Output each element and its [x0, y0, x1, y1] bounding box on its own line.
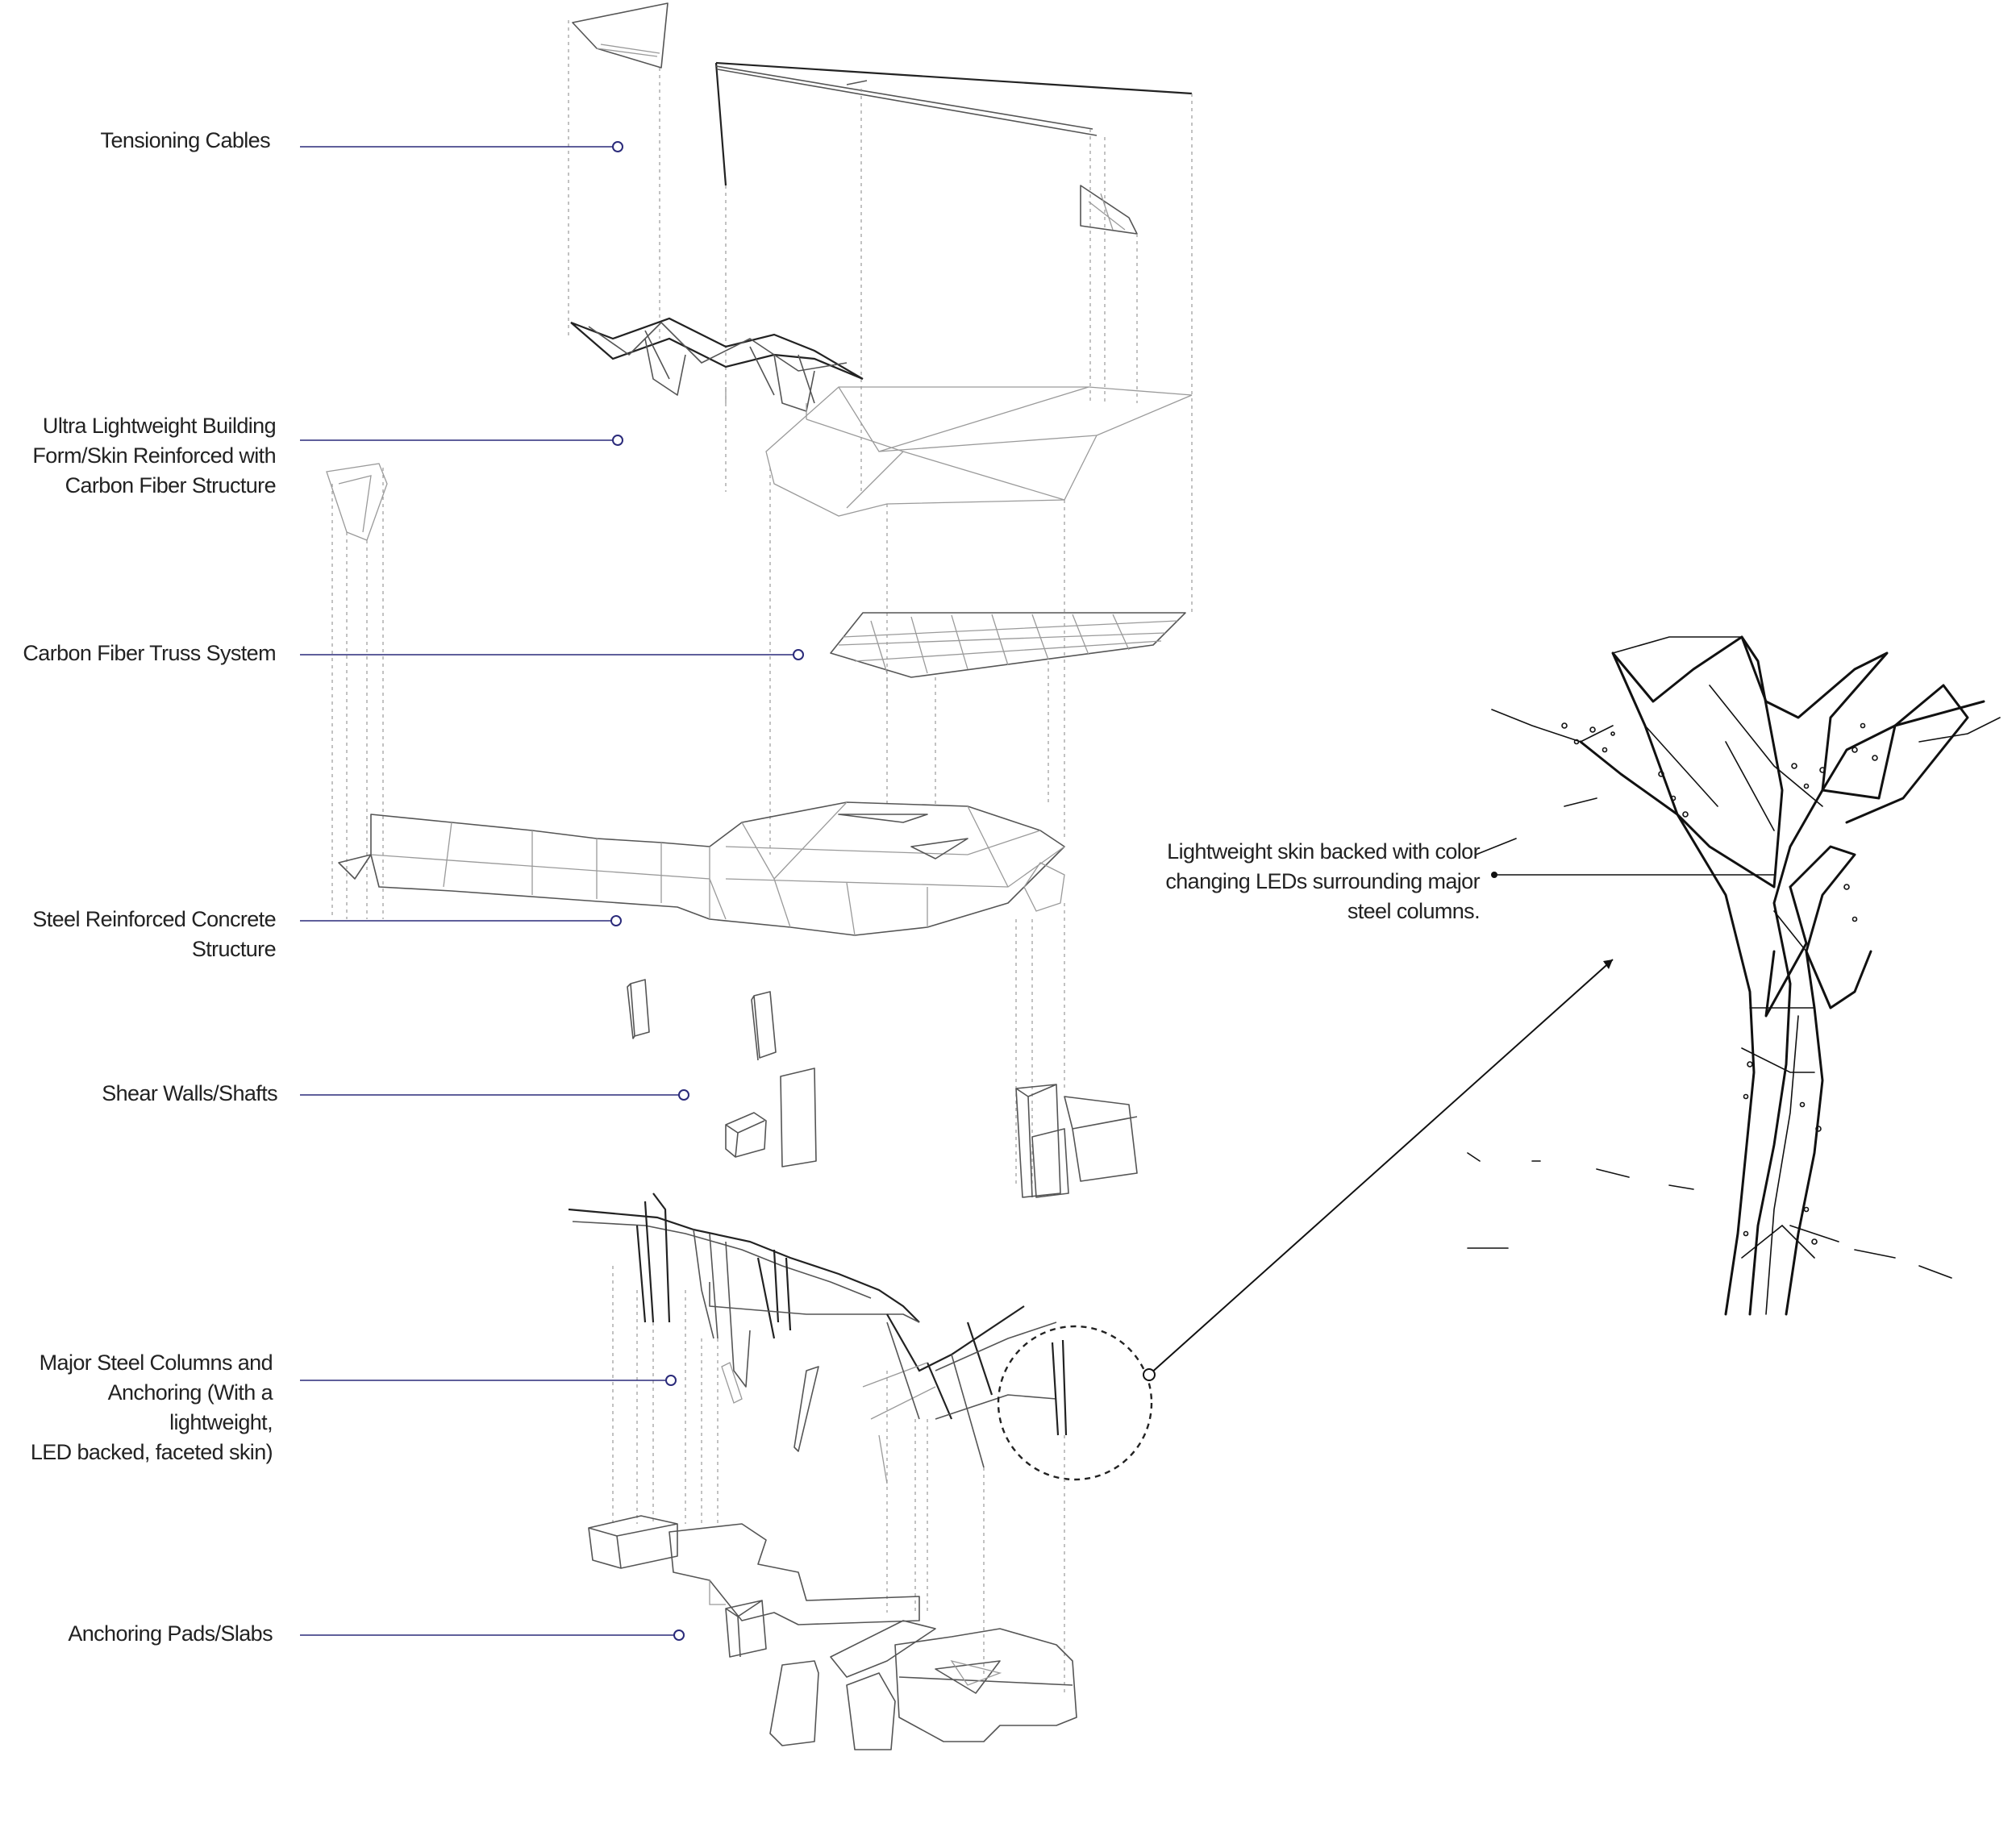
label-carbon-fiber-truss: Carbon Fiber Truss System	[23, 641, 276, 665]
shear-walls-drawing	[627, 979, 1138, 1198]
lightweight-skin-drawing	[570, 317, 1193, 855]
carbon-fiber-truss-drawing	[830, 612, 1186, 806]
label-concrete-structure: Steel Reinforced Concrete Structure	[32, 907, 276, 961]
concrete-structure-drawing	[326, 463, 1065, 1185]
label-shear-walls: Shear Walls/Shafts	[102, 1081, 277, 1105]
label-lightweight-skin: Ultra Lightweight Building Form/Skin Rei…	[32, 414, 276, 497]
anchoring-pads-drawing	[588, 1515, 1077, 1750]
led-dots-pattern	[1561, 722, 1878, 1245]
callout-lines	[300, 141, 1774, 1641]
detail-pointer	[1143, 959, 1614, 1381]
tensioning-cables-drawing	[568, 2, 1193, 613]
column-tree-sketch	[1467, 635, 2001, 1316]
label-tensioning-cables: Tensioning Cables	[100, 128, 271, 152]
label-anchoring-pads: Anchoring Pads/Slabs	[68, 1621, 273, 1646]
label-led-skin-detail: Lightweight skin backed with color chang…	[1165, 839, 1480, 923]
steel-columns-drawing	[568, 1192, 1153, 1693]
label-steel-columns: Major Steel Columns and Anchoring (With …	[30, 1351, 273, 1464]
